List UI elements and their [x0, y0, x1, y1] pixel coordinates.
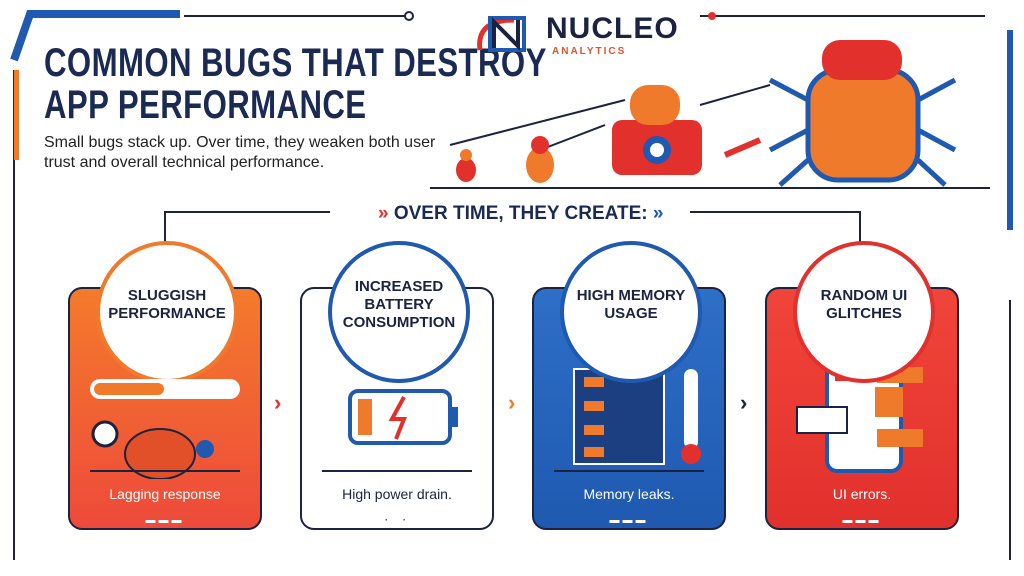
logo-name: NUCLEO: [546, 12, 679, 45]
title-line-1: COMMON BUGS THAT DESTROY: [44, 41, 547, 85]
card-dots: ▬▬▬: [145, 515, 185, 526]
card-battery-consumption: High power drain. · · INCREASED BATTERY …: [300, 241, 494, 530]
chevrons-icon: »: [378, 203, 389, 224]
section-label: » OVER TIME, THEY CREATE: »: [378, 203, 663, 225]
card-caption: Memory leaks.: [583, 486, 675, 502]
title-line-2: APP PERFORMANCE: [44, 83, 367, 127]
chevron-right-icon: ›: [508, 390, 516, 415]
card-caption: High power drain.: [342, 486, 452, 502]
battery-icon: [322, 389, 472, 472]
bug-medium-icon: [526, 136, 554, 183]
turtle-icon: [90, 379, 240, 479]
robot-bug-icon: [612, 85, 702, 175]
card-dots: ▬▬▬: [842, 515, 882, 526]
card-title: SLUGGISH PERFORMANCE: [96, 241, 238, 383]
card-memory-usage: Memory leaks. ▬▬▬ HIGH MEMORY USAGE: [532, 241, 726, 530]
card-caption: UI errors.: [832, 486, 892, 502]
section-label-text: OVER TIME, THEY CREATE:: [393, 203, 648, 224]
logo-tagline: ANALYTICS: [552, 46, 627, 57]
card-title: INCREASED BATTERY CONSUMPTION: [328, 241, 470, 383]
card-ui-glitches: UI errors. ▬▬▬ RANDOM UI GLITCHES: [765, 241, 959, 530]
card-dots: · ·: [384, 515, 410, 526]
card-sluggish-performance: SLUGGISH PERFORMANCE Lagging response ▬▬…: [68, 241, 262, 530]
subtitle: Small bugs stack up. Over time, they wea…: [44, 134, 436, 171]
chevrons-icon: »: [652, 203, 664, 224]
giant-bug-icon: [768, 40, 957, 187]
card-caption: Lagging response: [109, 486, 221, 502]
memory-icon: [554, 368, 704, 472]
chevron-right-icon: ›: [274, 390, 282, 415]
bug-small-icon: [456, 149, 476, 182]
logo: NUCLEO ANALYTICS: [474, 10, 678, 60]
chevron-right-icon: ›: [740, 390, 748, 415]
logo-mark-icon: [477, 16, 526, 52]
card-dots: ▬▬▬: [609, 515, 649, 526]
card-title: RANDOM UI GLITCHES: [793, 241, 935, 383]
card-title: HIGH MEMORY USAGE: [560, 241, 702, 383]
